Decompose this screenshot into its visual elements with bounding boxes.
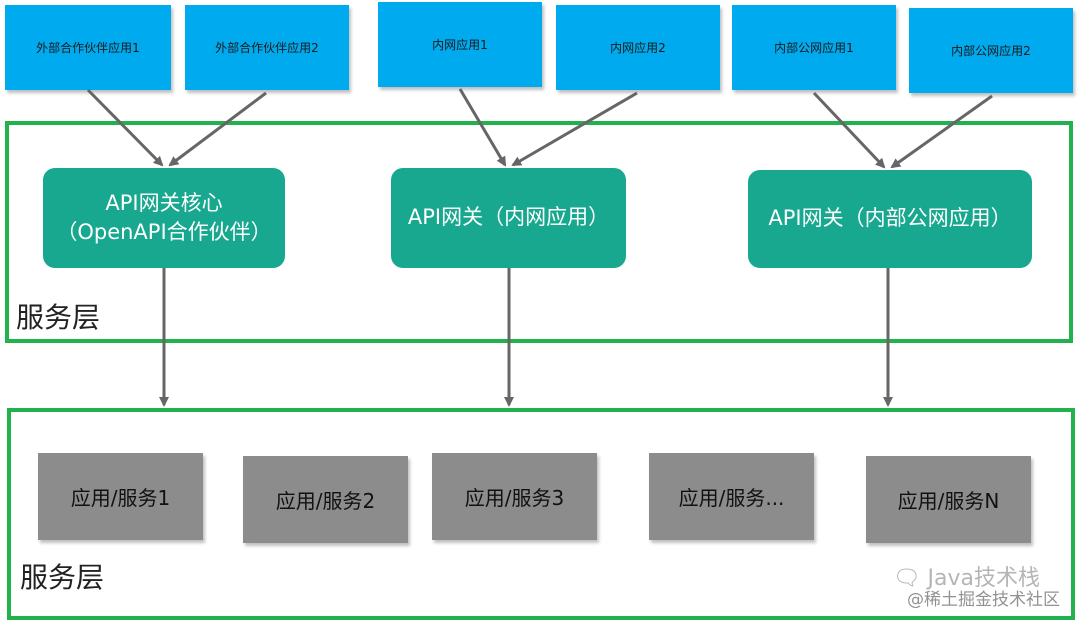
gateway-label: API网关（内部公网应用） (768, 206, 1012, 231)
app-label: 外部合作伙伴应用2 (215, 41, 319, 55)
app-label: 外部合作伙伴应用1 (36, 41, 140, 55)
gateway-internal-public: API网关（内部公网应用） (748, 170, 1032, 268)
service-layer-label: 服务层 (20, 561, 105, 594)
app-internal-public-2: 内部公网应用2 (909, 8, 1073, 93)
service-1: 应用/服务1 (38, 453, 203, 540)
watermark-text: Java技术栈 (927, 566, 1040, 591)
service-label: 应用/服务N (897, 489, 1000, 513)
app-partner-1: 外部合作伙伴应用1 (5, 5, 171, 90)
app-label: 内部公网应用2 (951, 44, 1031, 58)
app-intranet-2: 内网应用2 (556, 5, 720, 90)
gateway-openapi: API网关核心（OpenAPI合作伙伴） (43, 168, 285, 268)
service-label: 应用/服务3 (464, 486, 565, 510)
service-layer-region (7, 408, 1075, 620)
service-label: 应用/服务2 (275, 489, 376, 513)
wechat-icon: 🗨 (892, 566, 921, 591)
service-label: 应用/服务... (678, 486, 785, 510)
service-label: 应用/服务1 (70, 486, 171, 510)
service-n: 应用/服务N (866, 456, 1031, 543)
app-label: 内网应用2 (610, 41, 666, 55)
app-label: 内部公网应用1 (774, 41, 854, 55)
watermark-source: @稀土掘金技术社区 (907, 590, 1060, 610)
gateway-label: API网关核心（OpenAPI合作伙伴） (56, 190, 272, 244)
gateway-label: API网关（内网应用） (407, 205, 610, 230)
gateway-intranet: API网关（内网应用） (391, 168, 626, 268)
app-partner-2: 外部合作伙伴应用2 (185, 5, 349, 90)
app-internal-public-1: 内部公网应用1 (732, 5, 896, 90)
gateway-layer-label: 服务层 (16, 301, 101, 334)
service-2: 应用/服务2 (243, 456, 408, 543)
watermark-logo: 🗨 Java技术栈 (893, 560, 1040, 592)
service-3: 应用/服务3 (432, 453, 597, 540)
app-intranet-1: 内网应用1 (378, 2, 542, 87)
service-ellipsis: 应用/服务... (649, 453, 814, 540)
app-label: 内网应用1 (432, 38, 488, 52)
